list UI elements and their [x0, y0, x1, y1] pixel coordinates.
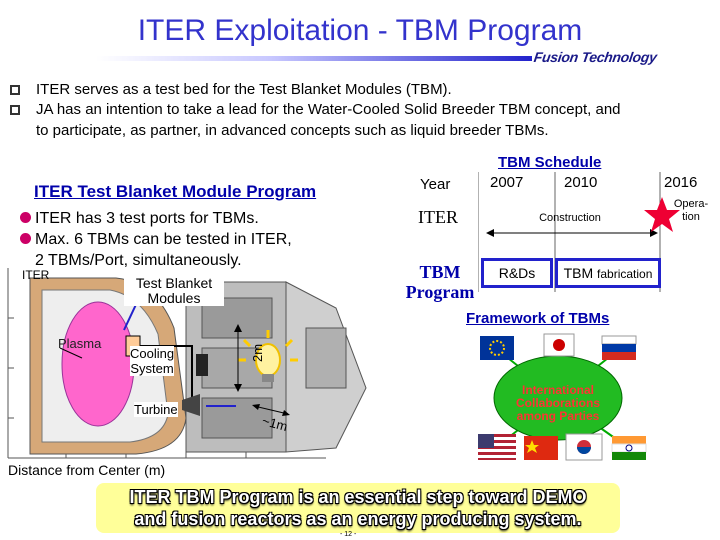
framework-center-label: International Collaborations among Parti… [515, 383, 600, 423]
program-item-3: 2 TBMs/Port, simultaneously. [35, 252, 242, 269]
dimension-2m-label: 2m [250, 343, 265, 362]
conclusion-banner: ITER TBM Program is an essential step to… [96, 483, 620, 533]
bullet-checkbox-icon [10, 105, 20, 115]
program-item-2: Max. 6 TBMs can be tested in ITER, [20, 229, 292, 250]
schedule-year-label: Year [420, 176, 451, 193]
bullet-2: JA has an intention to take a lead for t… [36, 101, 621, 118]
conclusion-line-2: and fusion reactors as an energy produci… [134, 509, 582, 529]
title-underline [96, 56, 532, 61]
program-title: ITER Test Blanket Module Program [34, 182, 317, 201]
construction-bar [486, 224, 658, 237]
operation-label-line2: tion [682, 211, 700, 223]
rds-box: R&Ds [481, 258, 553, 288]
fabrication-label: TBM fabrication [563, 265, 653, 281]
bullet-2-continued: to participate, as partner, in advanced … [36, 122, 549, 139]
page-title: ITER Exploitation - TBM Program [137, 14, 583, 47]
figure-iter-label: ITER [22, 268, 50, 282]
operation-label: Opera- tion [666, 198, 716, 224]
schedule-row-tbm: TBM Program [400, 262, 480, 302]
figure-xaxis-label: Distance from Center (m) [8, 462, 166, 478]
bullet-dot-icon [20, 212, 31, 223]
schedule-year-2016: 2016 [664, 174, 698, 191]
bullet-dot-icon [20, 233, 31, 244]
construction-label: Construction [539, 212, 601, 224]
tbm-label-line2: Program [405, 282, 475, 302]
tbm-label-line1: TBM [419, 262, 461, 282]
schedule-title: TBM Schedule [498, 154, 602, 171]
rds-label: R&Ds [498, 265, 536, 281]
framework-title: Framework of TBMs [466, 310, 610, 327]
schedule-year-2007: 2007 [490, 174, 524, 191]
operation-label-line1: Opera- [673, 198, 709, 210]
bullet-1: ITER serves as a test bed for the Test B… [36, 81, 452, 98]
program-item-1: ITER has 3 test ports for TBMs. [20, 208, 259, 229]
operation-start-star-icon [642, 195, 682, 235]
plasma-label: Plasma [58, 336, 102, 351]
test-blanket-label: Test Blanket Modules [124, 276, 224, 306]
brand-logo: Fusion Technology [532, 49, 658, 65]
fabrication-box: TBM fabrication [555, 258, 661, 288]
schedule-row-iter: ITER [418, 207, 458, 227]
framework-flags-drawing [478, 333, 647, 461]
turbine-label: Turbine [134, 402, 178, 417]
cooling-system-label: Cooling System [130, 346, 175, 376]
construction-arrow-icon [486, 229, 658, 237]
bullet-checkbox-icon [10, 85, 20, 95]
framework-diagram [458, 328, 658, 468]
page-number: - 12 - [340, 531, 357, 538]
schedule-year-2010: 2010 [564, 174, 598, 191]
conclusion-line-1: ITER TBM Program is an essential step to… [129, 487, 587, 507]
